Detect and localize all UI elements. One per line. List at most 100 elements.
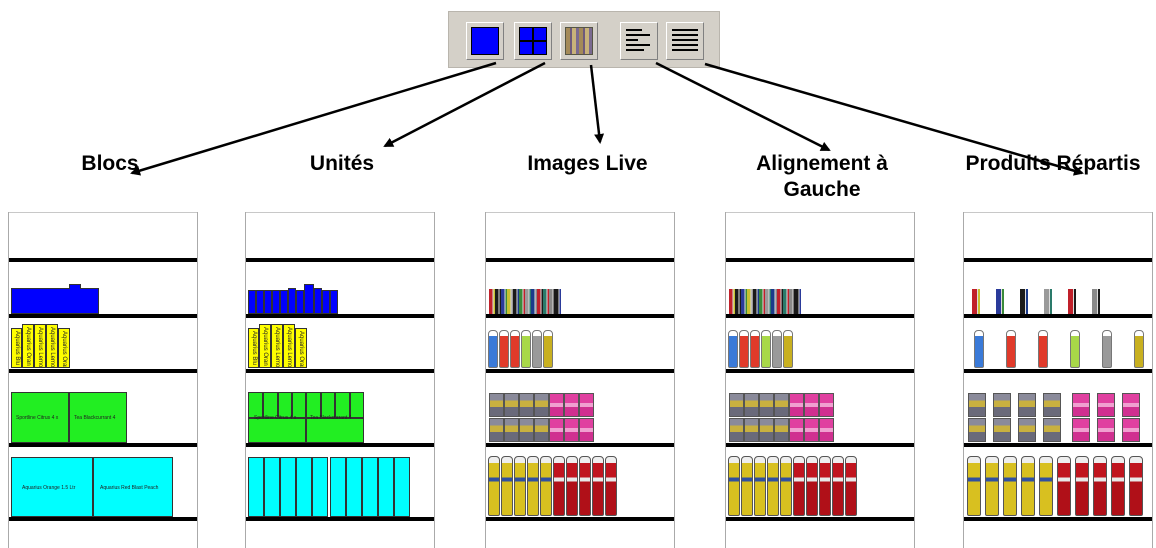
shelf-board <box>246 517 434 521</box>
product-image-large-bottle <box>985 456 999 516</box>
product-image-multipack <box>729 393 744 417</box>
label-alignement-line2: Gauche <box>783 178 861 201</box>
product-image-energy-can <box>513 289 519 314</box>
product-block-tea-blackcurrant[interactable]: Tea Blackcurrant 4 <box>69 392 127 443</box>
product-image-large-bottle <box>832 456 844 516</box>
shelf-blocs: Aquarius Blu Aquarius Oran Aquarius Lemo… <box>8 212 198 548</box>
product-image-energy-can <box>525 289 531 314</box>
product-image-energy-can <box>729 289 735 314</box>
product-unit[interactable] <box>321 392 335 418</box>
product-image-multipack <box>549 393 564 417</box>
product-block-aquarius-red[interactable]: Aquarius Red Blast Peach <box>93 457 173 517</box>
product-image-large-bottle <box>579 456 591 516</box>
arrow-to-unites <box>383 61 546 148</box>
product-unit-aquarius-lemo[interactable]: Aquarius Lemo <box>271 324 283 368</box>
product-unit-energy-can <box>314 288 322 314</box>
product-unit-aquarius-lemo[interactable]: Aquarius Lemo <box>283 324 295 368</box>
product-image-aquarius-bottle <box>1102 330 1112 368</box>
product-image-large-bottle <box>566 456 578 516</box>
product-block-aquarius-lemo[interactable]: Aquarius Lemo <box>34 324 46 368</box>
product-image-multipack <box>819 393 834 417</box>
product-image-energy-can <box>996 289 1004 314</box>
product-image-large-bottle <box>1021 456 1035 516</box>
shelf-board <box>246 369 434 373</box>
product-block-aquarius-oran[interactable]: Aquarius Oran <box>22 324 34 368</box>
product-image-multipack <box>504 418 519 442</box>
blocks-display-button[interactable] <box>466 22 504 60</box>
product-unit[interactable] <box>263 392 278 418</box>
product-image-multipack <box>489 418 504 442</box>
product-image-multipack <box>1072 393 1090 417</box>
product-unit[interactable] <box>248 392 263 418</box>
product-unit-aquarius-bottle <box>330 457 346 517</box>
product-image-large-bottle <box>728 456 740 516</box>
product-image-multipack <box>489 393 504 417</box>
product-image-multipack <box>1043 418 1061 442</box>
product-image-large-bottle <box>1003 456 1017 516</box>
distribute-products-button[interactable] <box>666 22 704 60</box>
product-block-sportline[interactable]: Sportline Citrus 4 x <box>11 392 69 443</box>
product-image-large-bottle <box>793 456 805 516</box>
product-image-multipack <box>759 418 774 442</box>
shelf-board <box>726 517 914 521</box>
product-block-energy-drinks[interactable] <box>11 288 99 314</box>
product-image-aquarius-bottle <box>750 330 760 368</box>
product-unit[interactable] <box>278 392 292 418</box>
product-image-multipack <box>993 418 1011 442</box>
product-unit-energy-can <box>264 290 272 314</box>
product-image-aquarius-bottle <box>488 330 498 368</box>
product-image-multipack <box>579 393 594 417</box>
product-image-multipack <box>1097 418 1115 442</box>
product-unit-aquarius-bottle <box>248 457 264 517</box>
product-image-multipack <box>993 393 1011 417</box>
product-image-large-bottle <box>592 456 604 516</box>
product-unit[interactable] <box>350 392 364 418</box>
product-unit[interactable] <box>306 392 321 418</box>
product-image-multipack <box>534 393 549 417</box>
product-image-aquarius-bottle <box>543 330 553 368</box>
label-images-live: Images Live <box>527 152 648 175</box>
product-image-large-bottle <box>527 456 539 516</box>
product-image-energy-can <box>765 289 771 314</box>
product-unit-aquarius-blu[interactable]: Aquarius Blu <box>248 328 259 368</box>
product-image-large-bottle <box>1075 456 1089 516</box>
product-image-energy-can <box>555 289 561 314</box>
label-unites: Unités <box>309 152 375 175</box>
product-unit-energy-can <box>330 290 338 314</box>
product-unit-aquarius-oran[interactable]: Aquarius Oran <box>295 328 307 368</box>
product-image-aquarius-bottle <box>499 330 509 368</box>
product-unit-energy-can <box>272 290 280 314</box>
product-image-multipack <box>968 418 986 442</box>
product-unit-sportline[interactable] <box>248 418 306 443</box>
product-block-aquarius-blu[interactable]: Aquarius Blu <box>11 328 22 368</box>
product-image-aquarius-bottle <box>1006 330 1016 368</box>
product-image-multipack <box>774 393 789 417</box>
product-unit-aquarius-bottle <box>280 457 296 517</box>
display-toolbar <box>448 11 720 68</box>
product-unit-energy-can <box>304 284 314 314</box>
live-images-button[interactable] <box>560 22 598 60</box>
product-image-aquarius-bottle <box>783 330 793 368</box>
product-block-aquarius-oran[interactable]: Aquarius Oran <box>58 328 70 368</box>
product-image-multipack <box>564 393 579 417</box>
product-unit[interactable] <box>335 392 350 418</box>
product-unit-energy-can <box>288 288 296 314</box>
product-image-large-bottle <box>1093 456 1107 516</box>
shelf-board <box>964 517 1152 521</box>
product-image-multipack <box>534 418 549 442</box>
product-unit-tea-blackcurrant[interactable] <box>306 418 364 443</box>
units-display-button[interactable] <box>514 22 552 60</box>
product-image-large-bottle <box>1039 456 1053 516</box>
product-block-aquarius-orange[interactable]: Aquarius Orange 1.5 Ltr <box>11 457 93 517</box>
product-unit-aquarius-oran[interactable]: Aquarius Oran <box>259 324 271 368</box>
product-unit-aquarius-bottle <box>296 457 312 517</box>
product-block-aquarius-lemo[interactable]: Aquarius Lemo <box>46 324 58 368</box>
shelf-board <box>726 314 914 318</box>
product-unit[interactable] <box>292 392 306 418</box>
product-image-large-bottle <box>1111 456 1125 516</box>
product-image-multipack <box>759 393 774 417</box>
product-image-energy-can <box>1044 289 1052 314</box>
align-left-button[interactable] <box>620 22 658 60</box>
product-image-large-bottle <box>501 456 513 516</box>
product-image-aquarius-bottle <box>739 330 749 368</box>
